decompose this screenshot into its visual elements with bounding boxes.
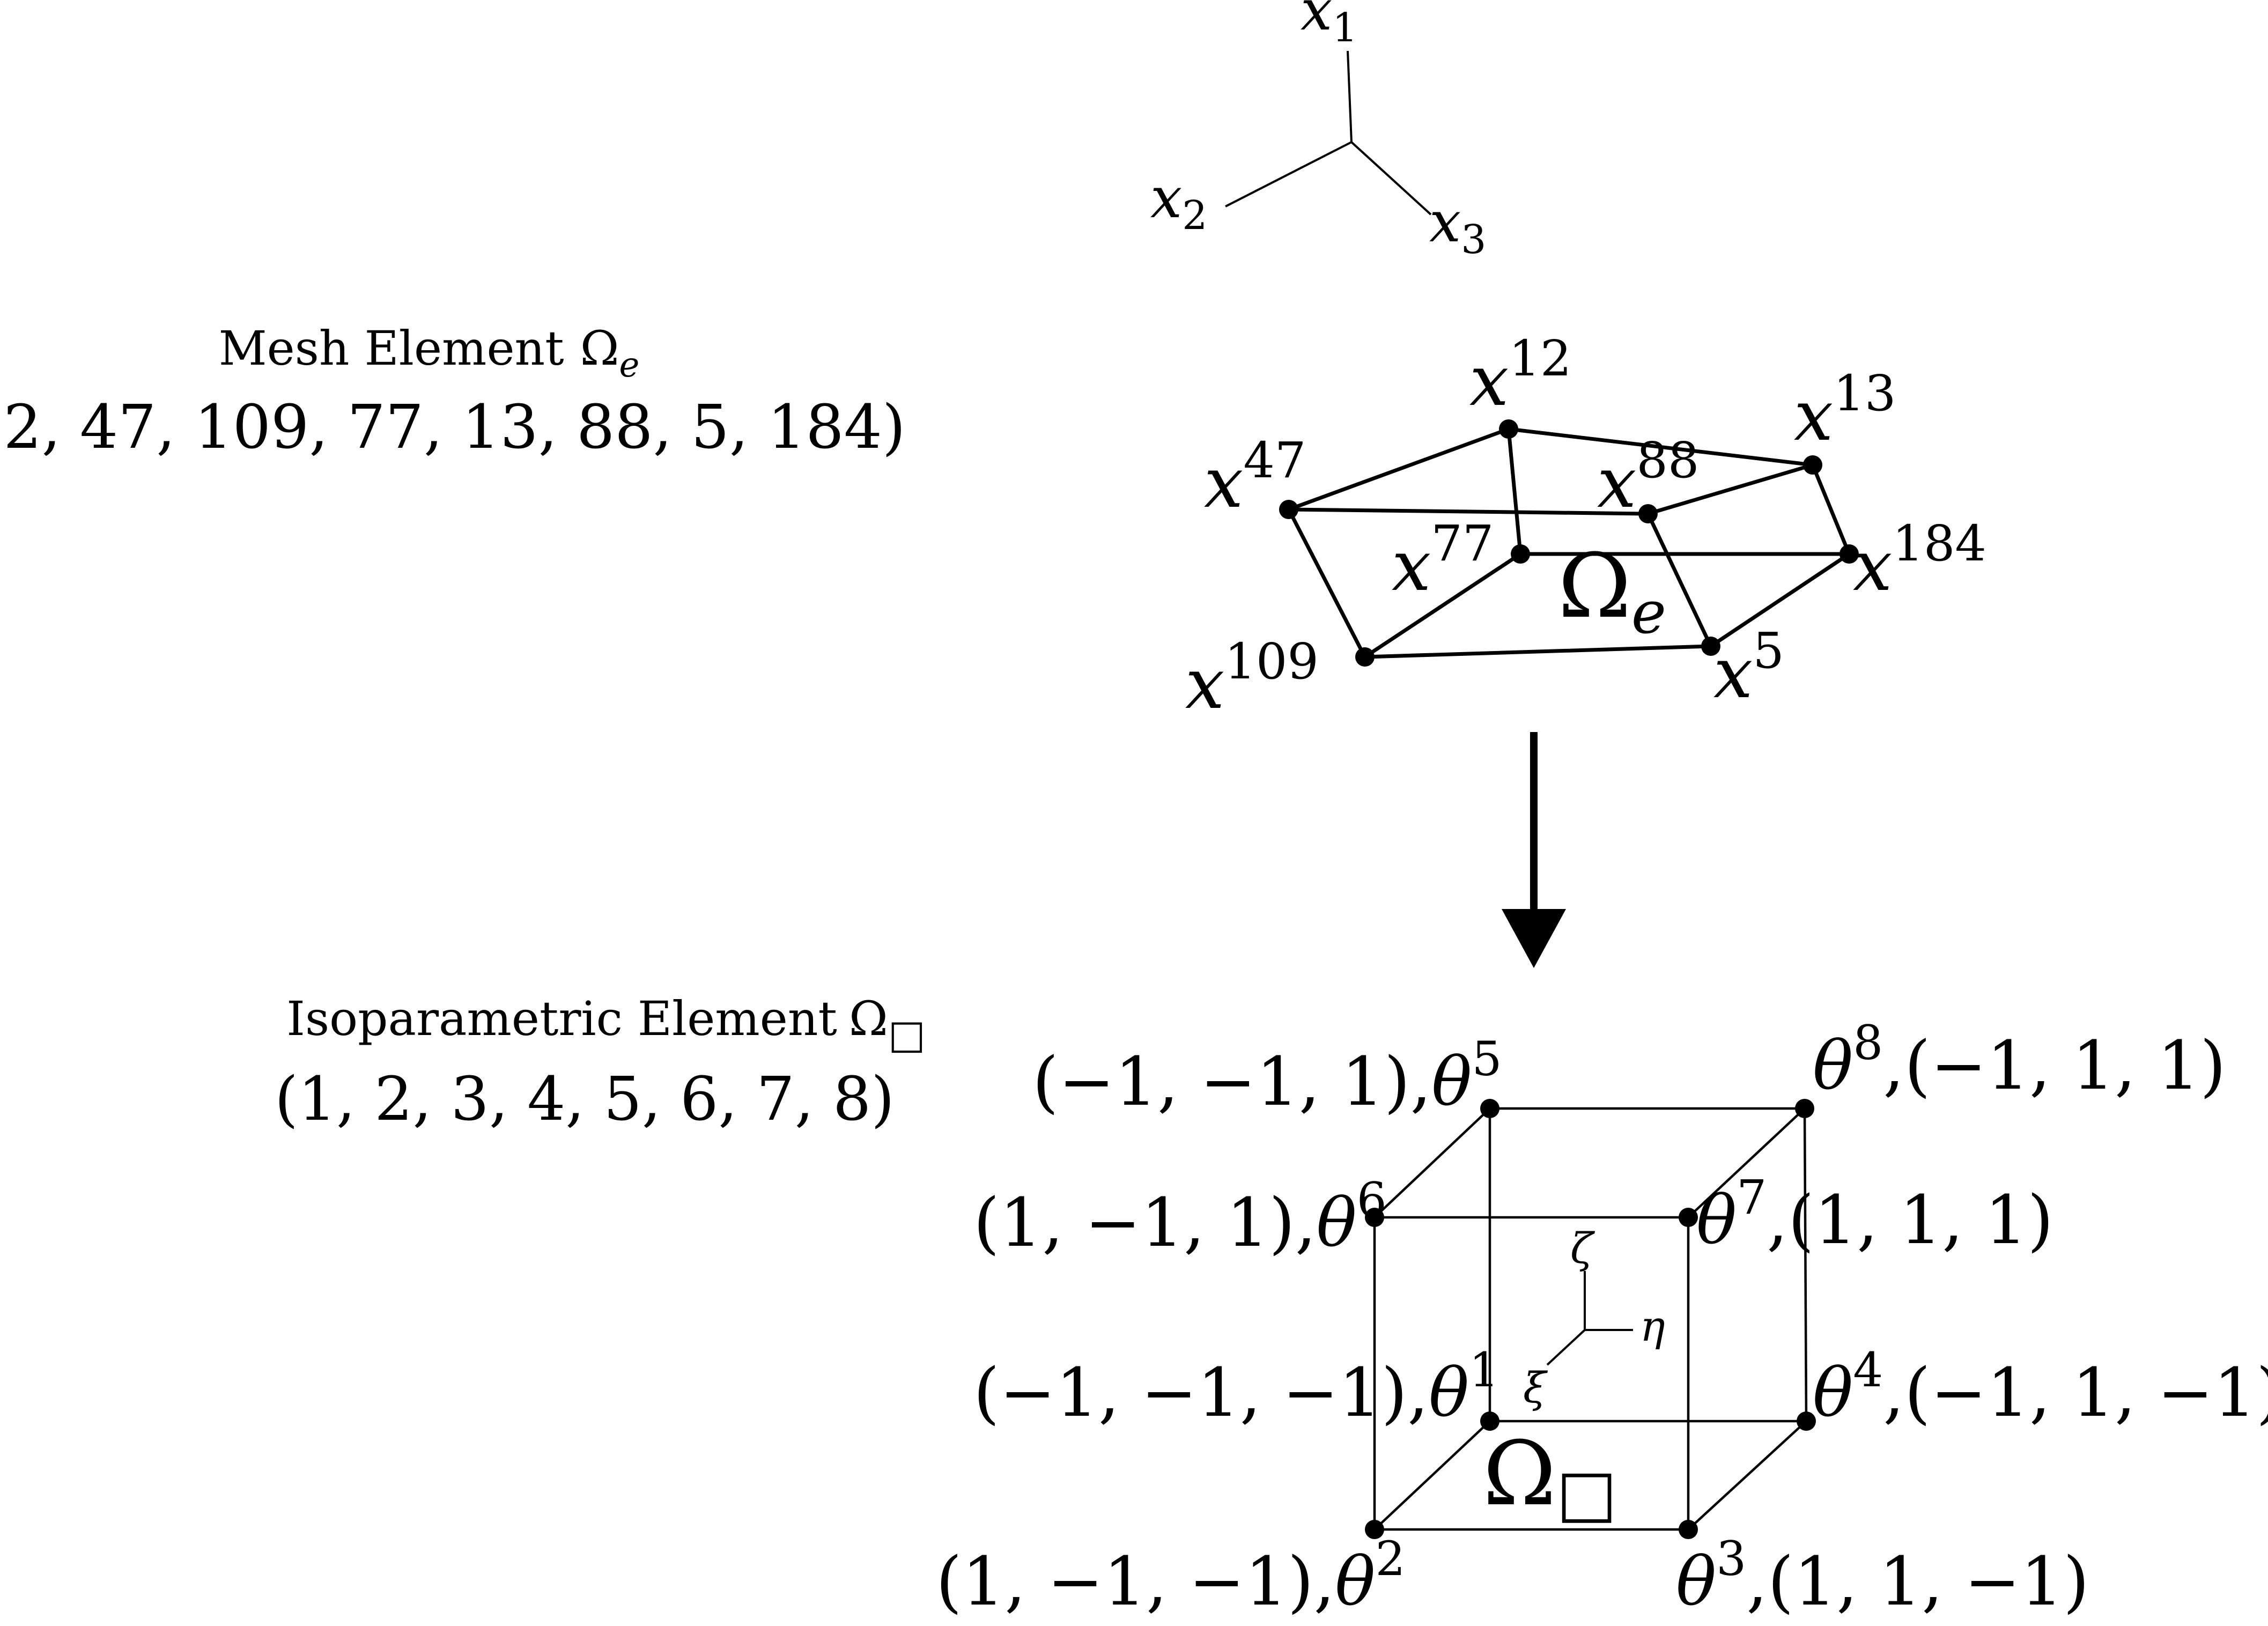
mesh-omega-e-label: Ωe [1558, 535, 1666, 647]
mesh-label-x12: x12 [1469, 330, 1571, 422]
iso-node-4 [1797, 1411, 1816, 1431]
mesh-node-184 [1839, 544, 1859, 564]
mesh-label-x109: x109 [1185, 633, 1319, 725]
mesh-label-x5: x5 [1713, 622, 1784, 714]
local-axis-xi [1546, 1329, 1586, 1366]
iso-label-node-8: θ8,(−1, 1, 1) [1813, 1015, 2226, 1105]
mesh-label-x88: x88 [1597, 432, 1699, 523]
axis-x3-line [1350, 141, 1432, 216]
axis-x2-line [1225, 141, 1352, 208]
mesh-node-13 [1803, 455, 1822, 475]
iso-node-3 [1679, 1520, 1698, 1539]
iso-node-1 [1480, 1411, 1499, 1431]
mesh-label-x184: x184 [1853, 515, 1986, 607]
mesh-node-5 [1701, 637, 1720, 656]
mesh-node-109 [1355, 647, 1375, 667]
axis-x3-label: x3 [1429, 189, 1486, 263]
mesh-node-77 [1511, 544, 1530, 564]
iso-node-7 [1679, 1208, 1698, 1227]
mesh-node-12 [1499, 419, 1518, 439]
iso-label-node-3: θ3,(1, 1, −1) [1676, 1531, 2089, 1621]
iso-label-node-5: (−1, −1, 1),θ5 [1032, 1031, 1502, 1121]
iso-node-list: (1, 2, 3, 4, 5, 6, 7, 8) [275, 1065, 895, 1134]
mesh-label-x47: x47 [1204, 432, 1306, 523]
iso-cube: ζ η ξ (−1, −1, 1),θ5 (1, −1, 1),θ6 (−1, … [936, 1015, 2268, 1621]
iso-label-node-2: (1, −1, −1),θ2 [936, 1531, 1406, 1621]
local-axis-zeta-label: ζ [1570, 1225, 1595, 1273]
axis-x1-label: x1 [1301, 0, 1357, 51]
iso-node-6 [1365, 1208, 1384, 1227]
mesh-node-list: (12, 47, 109, 77, 13, 88, 5, 184) [0, 393, 906, 462]
local-axis-xi-label: ξ [1523, 1364, 1548, 1413]
iso-node-5 [1480, 1099, 1499, 1118]
axis-x1-line [1347, 50, 1353, 143]
iso-label-node-4: θ4,(−1, 1, −1) [1813, 1342, 2268, 1432]
iso-node-2 [1365, 1520, 1384, 1539]
mesh-label-x13: x13 [1794, 365, 1896, 456]
mesh-element: x12 x13 x47 x88 x77 x184 x109 x5 Ωe [1185, 330, 1986, 725]
mapping-arrow [1502, 732, 1566, 968]
iso-label-node-1: (−1, −1, −1),θ1 [973, 1342, 1499, 1432]
axis-x2-label: x2 [1150, 165, 1207, 239]
mesh-label-x77: x77 [1392, 515, 1494, 607]
iso-label-node-6: (1, −1, 1),θ6 [973, 1172, 1387, 1262]
global-axes: x1 x2 x3 [1150, 0, 1486, 263]
iso-label-node-7: θ7,(1, 1, 1) [1696, 1170, 2053, 1259]
mesh-node-88 [1638, 504, 1658, 523]
iso-omega-box-label: Ω□ [1483, 1422, 1617, 1531]
mesh-node-47 [1279, 500, 1298, 519]
iso-node-8 [1795, 1099, 1814, 1118]
local-axis-eta-label: η [1640, 1303, 1665, 1351]
